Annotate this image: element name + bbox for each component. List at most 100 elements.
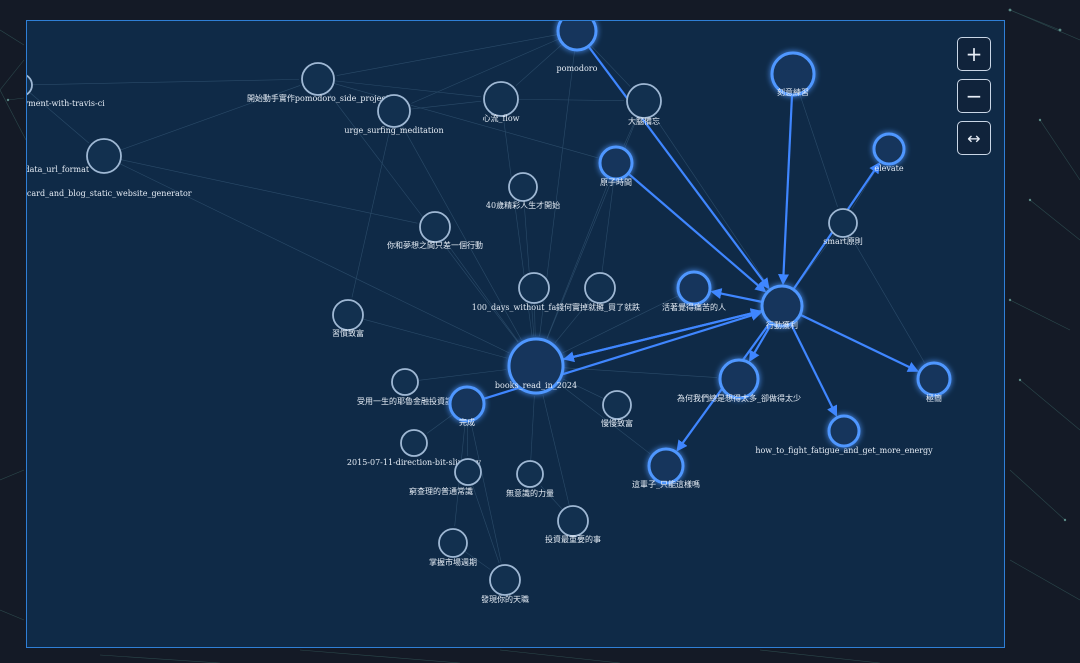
node-circle[interactable] [827, 414, 861, 448]
graph-node[interactable]: 為何我們總是想得太多_卻做得太少 [677, 358, 801, 403]
graph-node[interactable]: 你和夢想之間只差一個行動 [387, 211, 483, 250]
node-circle[interactable] [391, 368, 419, 396]
node-circle[interactable] [828, 208, 858, 238]
node-circle[interactable] [454, 458, 482, 486]
node-label: 為何我們總是想得太多_卻做得太少 [677, 393, 801, 403]
node-label: urge_surfing_meditation [344, 126, 443, 135]
node-circle[interactable] [602, 390, 632, 420]
graph-node[interactable]: urge_surfing_meditation [344, 94, 444, 135]
active-edge [778, 94, 794, 286]
knowledge-graph[interactable]: 順著大腦習性懶人也有高續效 pomodoro 刻意練習 deployment-with… [27, 21, 1005, 648]
edge [426, 413, 454, 434]
node-label: smart原則 [823, 237, 863, 246]
graph-node[interactable]: 完成 [448, 385, 486, 427]
graph-view-panel[interactable]: 順著大腦習性懶人也有高續效 pomodoro 刻意練習 deployment-with… [26, 20, 1005, 648]
node-circle[interactable] [770, 51, 816, 97]
node-circle[interactable] [377, 94, 411, 128]
edge [411, 38, 560, 104]
node-circle[interactable] [508, 172, 538, 202]
edge [470, 420, 502, 563]
graph-node[interactable]: pomodoro [557, 64, 598, 73]
graph-node[interactable]: 掌握市場週期 [429, 528, 477, 567]
node-circle[interactable] [483, 81, 519, 117]
graph-node[interactable]: elevate [872, 132, 906, 173]
active-edge [799, 313, 919, 372]
graph-node[interactable]: 行動獲利 [760, 284, 804, 330]
graph-node[interactable]: 40歲精彩人生才開始 [486, 172, 560, 210]
node-circle[interactable] [332, 299, 364, 331]
node-circle[interactable] [718, 358, 760, 400]
edge [795, 234, 835, 288]
graph-node[interactable]: 發現你的天職 [481, 564, 529, 604]
node-label: how_to_fight_fatigue_and_get_more_energy [755, 446, 933, 455]
node-circle[interactable] [86, 138, 122, 174]
edge [653, 114, 770, 288]
graph-node[interactable]: 習慣致富 [332, 299, 364, 338]
node-label: 大腦備忘 [628, 116, 660, 126]
fit-view-button[interactable]: ↔ [957, 121, 991, 155]
graph-node[interactable]: ge_in_data_url_format [27, 138, 122, 174]
graph-node[interactable]: 活著覺得痛苦的人 [662, 270, 726, 312]
graph-node[interactable]: how_to_fight_fatigue_and_get_more_energy [755, 414, 933, 455]
graph-node[interactable]: deployment-with-travis-ci [27, 74, 105, 108]
node-circle[interactable] [916, 361, 952, 397]
zoom-in-button[interactable]: + [957, 37, 991, 71]
graph-node[interactable]: 受用一生的耶魯金融投資課 [357, 368, 453, 406]
graph-node[interactable]: ttelkasten_card_and_blog_static_website_… [27, 189, 192, 198]
node-circle[interactable] [760, 284, 804, 328]
graph-node[interactable]: 刻意練習 [770, 51, 816, 97]
node-circle[interactable] [448, 385, 486, 423]
graph-node[interactable]: 窮查理的普通常識 [409, 458, 482, 496]
graph-node[interactable]: 原子時間 [598, 145, 634, 187]
edge [849, 234, 925, 363]
node-label: 掌握市場週期 [429, 557, 477, 567]
edge [562, 367, 718, 378]
node-circle[interactable] [598, 145, 634, 181]
node-circle[interactable] [647, 447, 685, 485]
graph-node[interactable]: 無意識的力量 [506, 460, 554, 498]
graph-node[interactable]: smart原則 [823, 208, 863, 246]
node-label: ttelkasten_card_and_blog_static_website_… [27, 189, 192, 198]
zoom-out-button[interactable]: − [957, 79, 991, 113]
node-circle[interactable] [438, 528, 468, 558]
edge [333, 80, 482, 98]
node-label: deployment-with-travis-ci [27, 99, 105, 108]
node-circle[interactable] [518, 272, 550, 304]
node-label: 極簡 [926, 393, 942, 403]
node-label: 完成 [459, 417, 475, 427]
graph-node[interactable]: 錢何實掉就擁_買了就跌 [556, 272, 640, 312]
node-label: 慢慢致富 [601, 418, 633, 428]
edge [464, 550, 491, 570]
edge [562, 378, 605, 400]
node-label: elevate [874, 164, 904, 173]
graph-node[interactable]: 100_days_without_fa [472, 272, 557, 312]
edge [466, 420, 469, 457]
node-circle[interactable] [626, 83, 662, 119]
node-circle[interactable] [419, 211, 451, 243]
node-circle[interactable] [301, 62, 335, 96]
graph-node[interactable]: 心流_flow [483, 81, 520, 123]
node-circle[interactable] [507, 337, 565, 395]
node-circle[interactable] [516, 460, 544, 488]
node-label: 投資最重要的事 [545, 534, 601, 544]
graph-node[interactable]: 開始動手實作pomodoro_side_project [247, 62, 390, 103]
node-circle[interactable] [27, 74, 33, 96]
graph-node[interactable]: 大腦備忘 [626, 83, 662, 126]
graph-node[interactable]: 慢慢致富 [601, 390, 633, 428]
edge [362, 318, 508, 359]
edge [31, 79, 300, 86]
node-circle[interactable] [676, 270, 712, 306]
node-circle[interactable] [557, 505, 589, 537]
graph-node[interactable]: 2015-07-11-direction-bit-slippery [347, 429, 482, 467]
graph-node[interactable]: 投資最重要的事 [545, 505, 601, 544]
node-circle[interactable] [556, 21, 598, 52]
node-circle[interactable] [584, 272, 616, 304]
graph-node[interactable]: books_read_in_2024 [495, 337, 577, 395]
graph-node[interactable]: 順著大腦習性懶人也有高續效 [420, 21, 598, 52]
node-circle[interactable] [489, 564, 521, 596]
node-circle[interactable] [872, 132, 906, 166]
graph-node[interactable]: 極簡 [916, 361, 952, 403]
graph-node[interactable]: 這輩子_只能這樣嗎 [632, 447, 700, 489]
edge [120, 159, 418, 224]
node-circle[interactable] [400, 429, 428, 457]
